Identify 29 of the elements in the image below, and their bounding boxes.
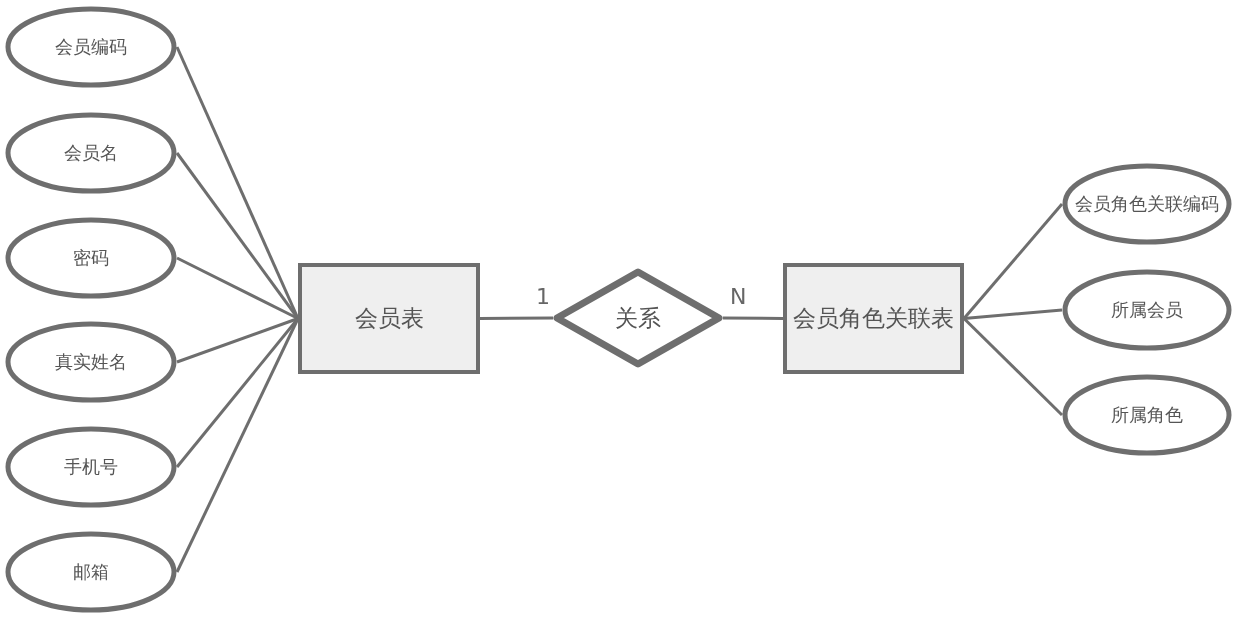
attribute-label: 会员角色关联编码: [1075, 192, 1219, 216]
relationship-label: 关系: [615, 303, 661, 333]
connector-line: [176, 317, 299, 364]
attribute-ellipse: [1062, 374, 1232, 456]
entity-label: 会员角色关联表: [793, 304, 954, 333]
connector-line: [963, 308, 1063, 320]
attribute-label: 真实姓名: [55, 350, 127, 374]
connector-line: [176, 256, 299, 320]
attribute-ellipse: [1062, 269, 1232, 351]
attribute-ellipse: [1062, 163, 1232, 245]
attribute-ellipse: [5, 112, 177, 194]
attribute-label: 邮箱: [73, 560, 109, 584]
entity-box: [783, 263, 964, 374]
attribute-label: 所属角色: [1111, 403, 1183, 427]
attribute-label: 密码: [73, 246, 109, 270]
connector-line: [480, 316, 553, 320]
attribute-ellipse: [5, 6, 177, 88]
relationship-diamond: [553, 268, 723, 368]
attribute-ellipse: [5, 426, 177, 508]
attribute-ellipse: [5, 321, 177, 403]
attribute-label: 会员名: [64, 141, 118, 165]
connector-line: [723, 316, 783, 320]
attribute-label: 所属会员: [1111, 298, 1183, 322]
entity-label: 会员表: [354, 304, 424, 333]
attribute-label: 手机号: [64, 455, 118, 479]
attribute-label: 会员编码: [55, 35, 127, 59]
attribute-ellipse: [5, 217, 177, 299]
attribute-ellipse: [5, 531, 177, 613]
entity-box: [298, 263, 480, 374]
